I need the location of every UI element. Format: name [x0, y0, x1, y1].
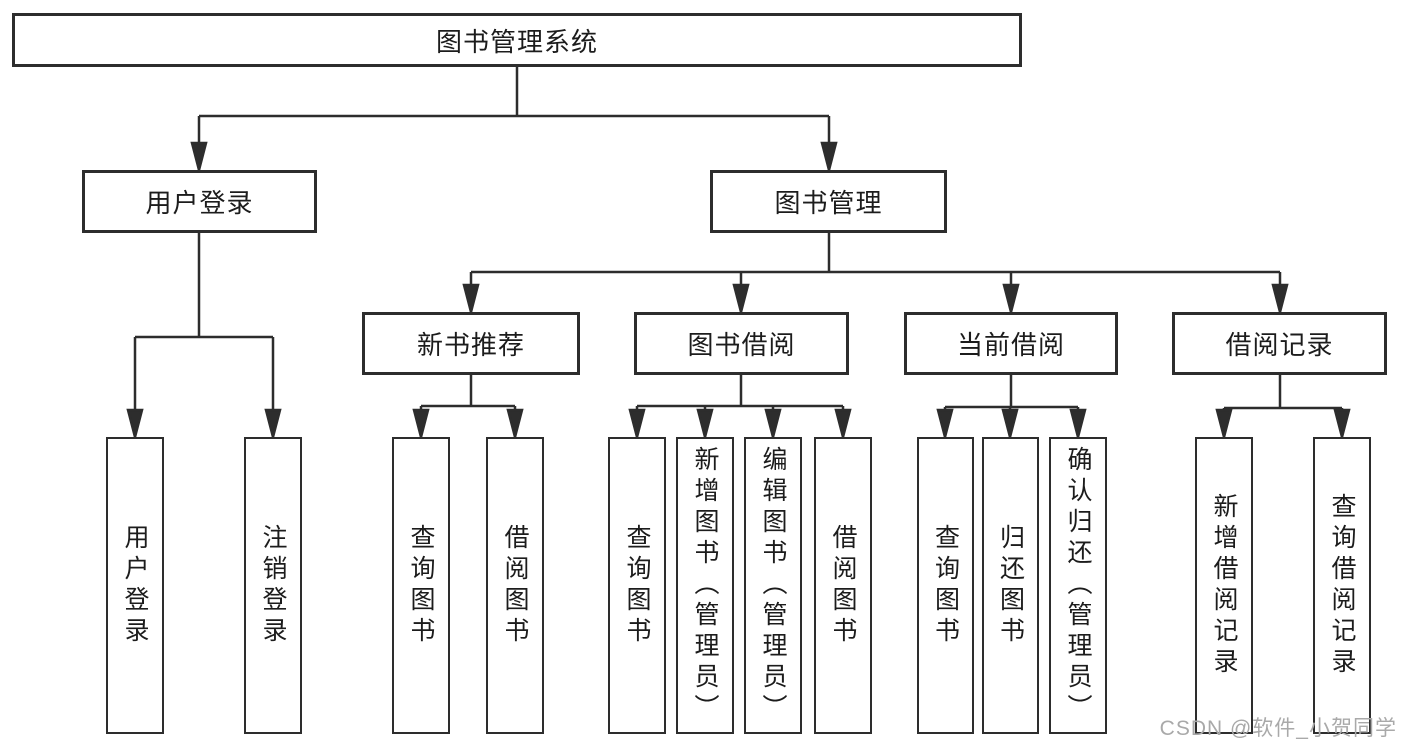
node-leaf-borrow-book-2: 借阅图书 [814, 437, 872, 734]
arrow-head [834, 408, 852, 442]
arrow-head [506, 408, 524, 442]
arrow-head [696, 408, 714, 442]
node-leaf-user-login: 用户登录 [106, 437, 164, 734]
arrow-head [1069, 408, 1087, 442]
node-book-borrow: 图书借阅 [634, 312, 849, 375]
node-new-book-recommend: 新书推荐 [362, 312, 580, 375]
node-leaf-add-book-admin: 新增图书（管理员） [676, 437, 734, 734]
connector-root-to-level2 [190, 67, 838, 175]
arrow-head [936, 408, 954, 442]
watermark-text: CSDN @软件_小贺同学 [1159, 717, 1397, 740]
node-leaf-query-book-2: 查询图书 [608, 437, 666, 734]
arrow-head [462, 283, 480, 317]
node-label: 归还图书 [996, 523, 1025, 648]
node-leaf-edit-book-admin: 编辑图书（管理员） [744, 437, 802, 734]
connector-currentborrow-to-leaves [936, 375, 1087, 442]
arrow-head [1215, 408, 1233, 442]
node-leaf-query-borrow-record: 查询借阅记录 [1313, 437, 1371, 734]
node-leaf-query-book-1: 查询图书 [392, 437, 450, 734]
node-leaf-borrow-book-1: 借阅图书 [486, 437, 544, 734]
arrow-head [764, 408, 782, 442]
node-leaf-add-borrow-record: 新增借阅记录 [1195, 437, 1253, 734]
node-book-management: 图书管理 [710, 170, 947, 233]
node-label: 查询借阅记录 [1328, 492, 1356, 679]
arrow-head [264, 408, 282, 442]
node-current-borrow: 当前借阅 [904, 312, 1118, 375]
connector-borrowrecords-to-leaves [1215, 375, 1351, 442]
arrow-head [1333, 408, 1351, 442]
arrow-head [1001, 408, 1019, 442]
arrow-head [1271, 283, 1289, 317]
connector-bookborrow-to-leaves [628, 375, 852, 442]
arrow-head [190, 141, 208, 175]
node-label: 注销登录 [259, 523, 287, 648]
node-label: 查询图书 [931, 523, 960, 648]
node-label: 新增图书（管理员） [691, 446, 719, 725]
node-label: 确认归还（管理员） [1064, 446, 1092, 725]
connector-newbookrec-to-leaves [412, 375, 524, 442]
node-leaf-return-book: 归还图书 [982, 437, 1039, 734]
connector-userlogin-to-leaves [126, 232, 282, 442]
node-root: 图书管理系统 [12, 13, 1022, 67]
arrow-head [628, 408, 646, 442]
arrow-head [126, 408, 144, 442]
node-label: 查询图书 [623, 523, 651, 648]
node-leaf-confirm-return-admin: 确认归还（管理员） [1049, 437, 1107, 734]
node-label: 借阅图书 [501, 523, 529, 648]
node-label: 查询图书 [407, 523, 435, 648]
node-leaf-logout: 注销登录 [244, 437, 302, 734]
node-borrow-records: 借阅记录 [1172, 312, 1387, 375]
arrow-head [820, 141, 838, 175]
arrow-head [1002, 283, 1020, 317]
arrow-head [732, 283, 750, 317]
node-label: 编辑图书（管理员） [759, 446, 787, 725]
node-label: 新增借阅记录 [1210, 492, 1238, 679]
node-label: 用户登录 [121, 523, 149, 648]
node-user-login: 用户登录 [82, 170, 317, 233]
node-label: 借阅图书 [829, 523, 857, 648]
node-leaf-query-book-3: 查询图书 [917, 437, 974, 734]
connector-bookmgmt-to-level3 [462, 232, 1289, 317]
arrow-head [412, 408, 430, 442]
